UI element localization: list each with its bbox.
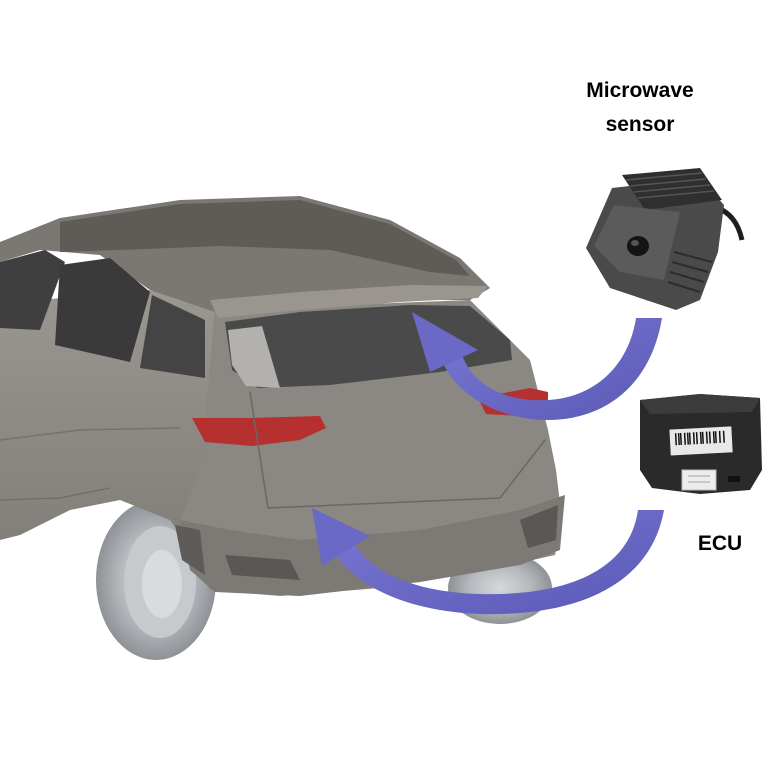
side-window-mid [55, 258, 150, 362]
bumper-right-vent [520, 505, 558, 548]
arrow-head-bumper [312, 508, 370, 566]
roof-edge [60, 200, 470, 276]
sensor-label: Microwave sensor [540, 74, 740, 142]
ecu-top-face [640, 394, 760, 414]
sensor-knob [627, 236, 649, 256]
rear-window-reflection [228, 326, 280, 388]
liftgate-seam [249, 391, 546, 509]
ecu-connector [681, 469, 717, 491]
sensor-label-line2: sensor [605, 113, 675, 136]
barcode-icon [674, 430, 725, 446]
curved-arrow-to-bumper [312, 508, 664, 615]
arrow-head-window [412, 312, 478, 372]
microwave-sensor-device [586, 168, 745, 310]
body-crease [0, 427, 181, 441]
bumper-left-side [175, 525, 205, 575]
ecu-label: ECU [697, 532, 743, 555]
rear-spoiler [210, 285, 488, 318]
side-window-rear [140, 295, 205, 378]
connector-pins [688, 475, 710, 483]
sensor-label-line1: Microwave [586, 79, 694, 102]
left-tail-light [192, 416, 326, 446]
ecu-module [640, 394, 762, 494]
sensor-side-ribs [667, 251, 713, 293]
curved-arrow-to-rear-window [412, 312, 662, 420]
door-line [0, 487, 111, 501]
ecu-port [728, 476, 740, 482]
side-window-front [0, 250, 65, 330]
car-illustration [0, 196, 565, 660]
bumper-left-vent [225, 555, 300, 580]
sensor-knob-highlight [631, 240, 639, 246]
sensor-rib-lines [625, 172, 715, 199]
